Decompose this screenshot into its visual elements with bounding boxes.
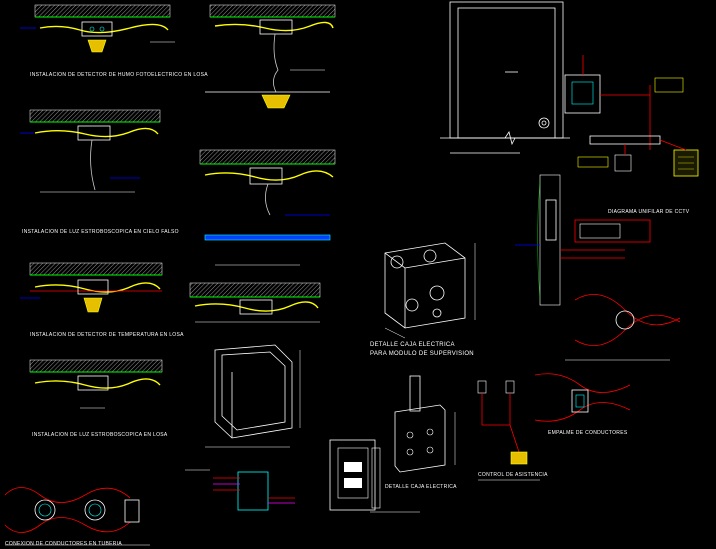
pushbutton-detail xyxy=(534,373,631,422)
detail-ceiling-detector xyxy=(20,109,161,193)
detail-photoelectric-detector xyxy=(20,4,175,53)
door-elevation xyxy=(440,1,570,154)
card-reader-panel xyxy=(329,439,420,513)
electric-box-title: DETALLE CAJA ELECTRICA xyxy=(370,342,455,348)
electric-box-subtitle: PARA MODULO DE SUPERVISION xyxy=(370,351,474,357)
label-strobe-slab: INSTALACION DE LUZ ESTROBOSCOPICA EN LOS… xyxy=(32,432,168,438)
cctv-diagram xyxy=(564,55,699,177)
access-control-wiring xyxy=(477,380,540,481)
label-photoelectric-detector: INSTALACION DE DETECTOR DE HUMO FOTOELEC… xyxy=(30,72,208,78)
detail-strobe-slab-right xyxy=(189,282,321,323)
open-box-detail xyxy=(205,344,301,448)
detail-temperature-detector xyxy=(20,262,163,313)
detail-strobe-slab xyxy=(29,359,163,409)
junction-chain xyxy=(4,487,150,546)
detail-strobe-ceiling xyxy=(199,149,336,266)
label-pushbutton-detail: EMPALME DE CONDUCTORES xyxy=(548,430,628,436)
label-bottom-note: CONEXION DE CONDUCTORES EN TUBERIA xyxy=(5,541,122,547)
label-electric-box-detail: DETALLE CAJA ELECTRICA xyxy=(385,484,457,490)
detail-drop-detector xyxy=(205,4,336,109)
terminal-strip xyxy=(185,469,295,511)
splice-detail xyxy=(565,293,681,361)
label-ceiling-detector: INSTALACION DE LUZ ESTROBOSCOPICA EN CIE… xyxy=(22,229,179,235)
wall-camera xyxy=(515,174,651,306)
module-box xyxy=(394,375,456,473)
label-temperature-detector: INSTALACION DE DETECTOR DE TEMPERATURA E… xyxy=(30,332,184,338)
electric-box-3d xyxy=(384,242,476,339)
label-cctv-diagram: DIAGRAMA UNIFILAR DE CCTV xyxy=(608,209,690,215)
label-access-control: CONTROL DE ASISTENCIA xyxy=(478,472,548,478)
